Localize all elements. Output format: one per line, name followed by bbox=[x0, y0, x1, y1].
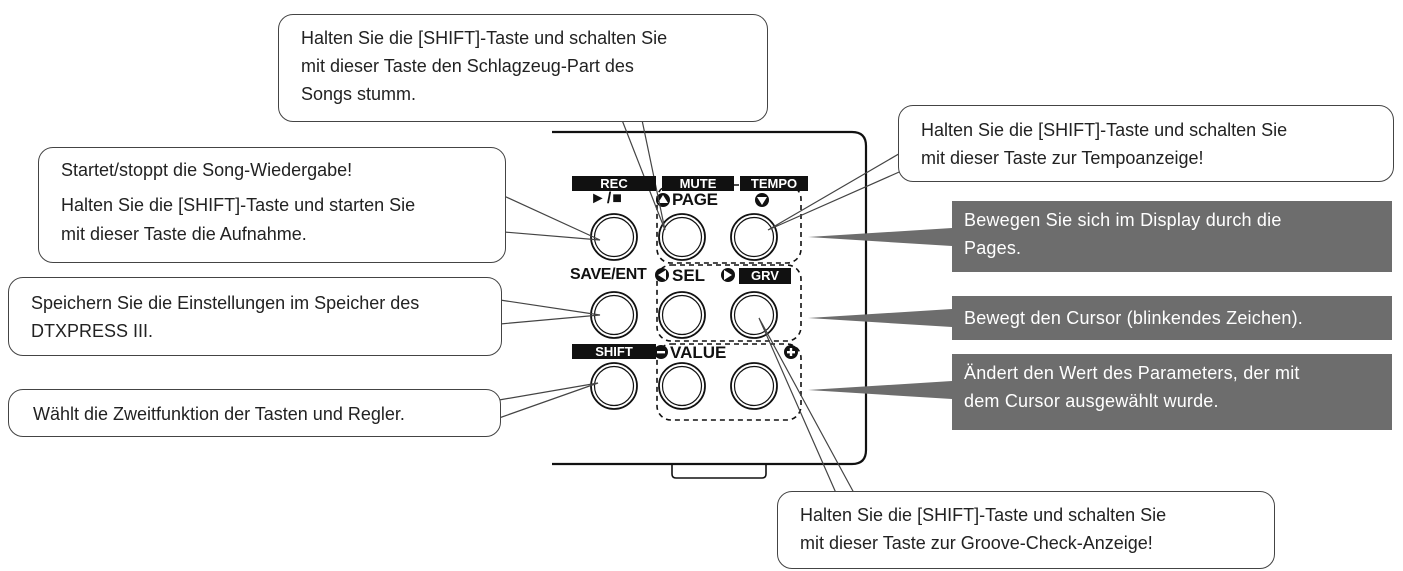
device-panel-tab bbox=[671, 464, 767, 479]
play-callout-line-1: Startet/stoppt die Song-Wiedergabe! bbox=[61, 160, 353, 180]
value-note-line-1: Ändert den Wert des Parameters, der mit bbox=[964, 363, 1300, 383]
tempo-callout-leader bbox=[767, 147, 916, 231]
play-stop-label: ►/■ bbox=[590, 190, 623, 207]
mute-label: MUTE bbox=[662, 176, 734, 191]
play-stop-button[interactable] bbox=[590, 213, 638, 261]
save-ent-label: SAVE/ENT bbox=[570, 266, 647, 283]
play-callout: Startet/stoppt die Song-Wiedergabe! Halt… bbox=[38, 147, 506, 263]
sel-left-button[interactable] bbox=[658, 291, 706, 339]
save-callout-leader bbox=[499, 299, 601, 325]
tempo-label: TEMPO bbox=[740, 176, 808, 191]
mute-callout-line-1: Halten Sie die [SHIFT]-Taste und schalte… bbox=[301, 28, 668, 48]
tempo-callout-line-2: mit dieser Taste zur Tempoanzeige! bbox=[921, 148, 1204, 168]
play-callout-leader bbox=[503, 195, 601, 241]
grv-callout-line-1: Halten Sie die [SHIFT]-Taste und schalte… bbox=[800, 505, 1167, 525]
shift-callout-line-1: Wählt die Zweitfunktion der Tasten und R… bbox=[33, 404, 405, 424]
page-note-wedge bbox=[808, 228, 952, 246]
mute-callout: Halten Sie die [SHIFT]-Taste und schalte… bbox=[278, 14, 768, 122]
mute-callout-leader bbox=[621, 119, 666, 231]
sel-right-grv-button[interactable] bbox=[730, 291, 778, 339]
value-note-line-2: dem Cursor ausgewählt wurde. bbox=[964, 391, 1219, 411]
grv-callout-leader bbox=[758, 317, 855, 494]
minus-circle-icon bbox=[654, 345, 668, 359]
grv-label: GRV bbox=[739, 268, 791, 284]
device-panel-outline bbox=[552, 130, 868, 466]
right-triangle-icon bbox=[721, 268, 735, 282]
mute-callout-line-3: Songs stumm. bbox=[301, 84, 417, 104]
save-callout-line-2: DTXPRESS III. bbox=[31, 321, 154, 341]
sel-note-wedge bbox=[808, 309, 952, 327]
value-minus-button[interactable] bbox=[658, 362, 706, 410]
page-label: PAGE bbox=[672, 190, 718, 209]
save-callout-line-1: Speichern Sie die Einstellungen im Speic… bbox=[31, 293, 420, 313]
value-dashed-group bbox=[656, 343, 802, 421]
value-note: Ändert den Wert des Parameters, der mit … bbox=[952, 354, 1392, 430]
tempo-callout-line-1: Halten Sie die [SHIFT]-Taste und schalte… bbox=[921, 120, 1288, 140]
shift-callout: Wählt die Zweitfunktion der Tasten und R… bbox=[8, 389, 501, 437]
page-note-line-1: Bewegen Sie sich im Display durch die bbox=[964, 210, 1282, 230]
shift-button[interactable] bbox=[590, 362, 638, 410]
page-note-line-2: Pages. bbox=[964, 238, 1022, 258]
grv-callout-line-2: mit dieser Taste zur Groove-Check-Anzeig… bbox=[800, 533, 1153, 553]
sel-note: Bewegt den Cursor (blinkendes Zeichen). bbox=[952, 296, 1392, 340]
value-plus-button[interactable] bbox=[730, 362, 778, 410]
play-callout-line-2: Halten Sie die [SHIFT]-Taste und starten… bbox=[61, 195, 416, 215]
mute-callout-line-2: mit dieser Taste den Schlagzeug-Part des bbox=[301, 56, 634, 76]
shift-callout-leader bbox=[498, 382, 599, 419]
plus-circle-icon bbox=[784, 345, 798, 359]
page-note: Bewegen Sie sich im Display durch die Pa… bbox=[952, 201, 1392, 272]
play-callout-line-3: mit dieser Taste die Aufnahme. bbox=[61, 224, 307, 244]
value-label: VALUE bbox=[670, 343, 727, 362]
down-triangle-icon bbox=[755, 193, 769, 207]
sel-label: SEL bbox=[672, 266, 706, 285]
tempo-page-down-button[interactable] bbox=[730, 213, 778, 261]
left-triangle-icon bbox=[655, 268, 669, 282]
sel-note-line-1: Bewegt den Cursor (blinkendes Zeichen). bbox=[964, 308, 1303, 328]
value-note-wedge bbox=[808, 381, 952, 399]
rec-label: REC bbox=[572, 176, 656, 191]
tempo-callout: Halten Sie die [SHIFT]-Taste und schalte… bbox=[898, 105, 1394, 182]
sel-dashed-group bbox=[656, 264, 802, 342]
shift-label: SHIFT bbox=[572, 344, 656, 359]
save-callout: Speichern Sie die Einstellungen im Speic… bbox=[8, 277, 502, 356]
mute-page-up-button[interactable] bbox=[658, 213, 706, 261]
grv-callout: Halten Sie die [SHIFT]-Taste und schalte… bbox=[777, 491, 1275, 569]
